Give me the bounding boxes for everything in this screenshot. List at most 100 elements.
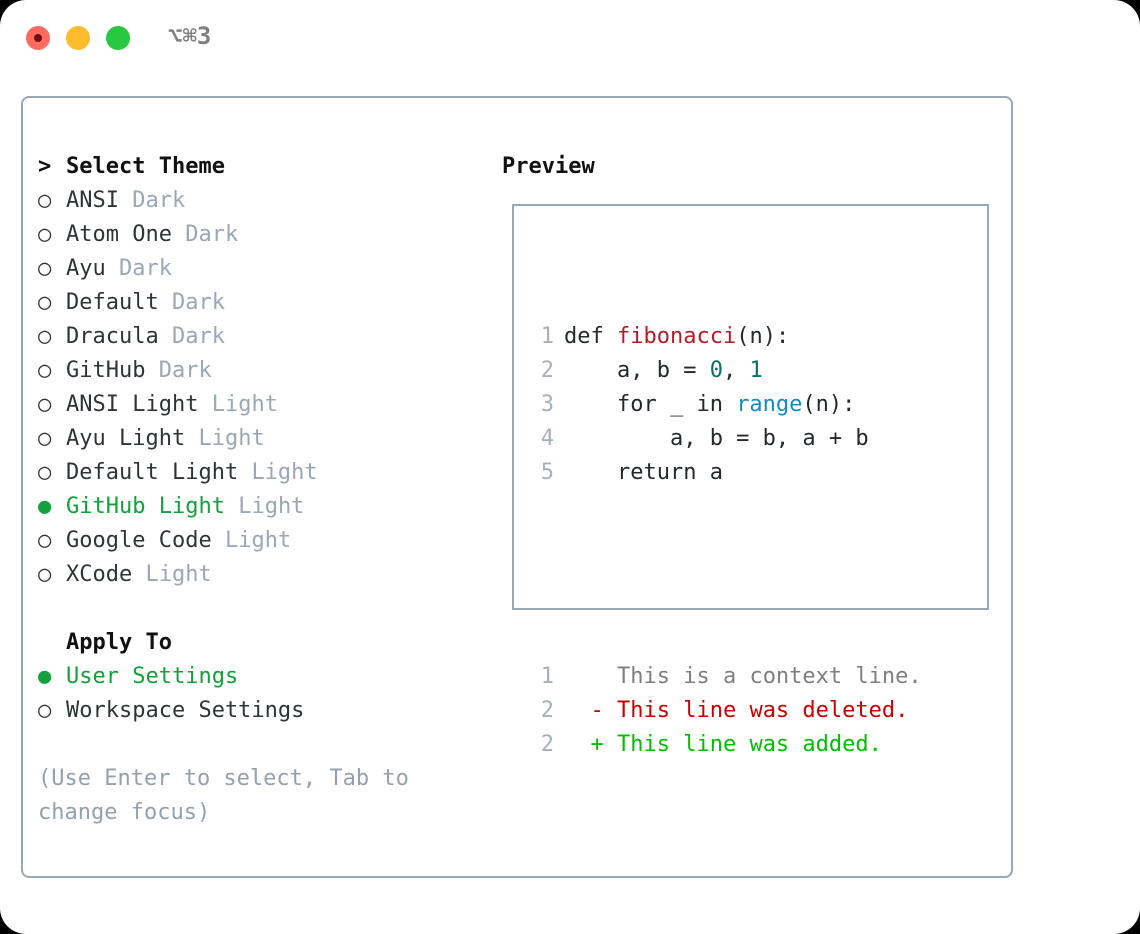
theme-option-label: Default <box>66 290 159 315</box>
code-line-number: 1 <box>540 324 554 349</box>
code-line-number: 2 <box>540 358 554 383</box>
theme-option-tag: Light <box>145 562 212 587</box>
select-theme-header-label: Select Theme <box>66 154 225 179</box>
theme-option-label: Google Code <box>66 528 212 553</box>
radio-unselected-icon: ○ <box>38 324 52 349</box>
code-line: 3 for _ in range(n): <box>528 388 922 422</box>
theme-option-label: GitHub <box>66 358 146 383</box>
minimize-button-icon[interactable] <box>66 26 90 50</box>
theme-option[interactable]: ○ Google Code Light <box>38 524 478 558</box>
radio-unselected-icon: ○ <box>38 460 52 485</box>
code-token-plain: (n): <box>802 392 856 417</box>
code-token-num: 1 <box>749 358 763 383</box>
code-token-plain: return a <box>564 460 723 485</box>
code-token-func: fibonacci <box>616 324 737 349</box>
theme-option-label: Default Light <box>66 460 239 485</box>
theme-option[interactable]: ○ Default Light Light <box>38 456 478 490</box>
radio-selected-icon: ● <box>38 494 52 519</box>
diff-gutter-gap <box>564 698 591 723</box>
apply-to-option[interactable]: ● User Settings <box>38 660 478 694</box>
diff-line-number: 2 <box>540 732 554 757</box>
diff-line-text: This line was added. <box>603 732 882 757</box>
theme-option-tag: Light <box>198 426 265 451</box>
code-token-plain: (n): <box>736 324 790 349</box>
radio-unselected-icon: ○ <box>38 222 52 247</box>
code-token-call: range <box>736 392 803 417</box>
radio-unselected-icon: ○ <box>38 358 52 383</box>
theme-option-label: Atom One <box>66 222 172 247</box>
theme-option-tag: Dark <box>132 188 186 213</box>
code-line: 5 return a <box>528 456 922 490</box>
code-line-number: 5 <box>540 460 554 485</box>
apply-to-option-label: Workspace Settings <box>66 698 305 723</box>
code-line: 1 def fibonacci(n): <box>528 320 922 354</box>
theme-option-label: Dracula <box>66 324 159 349</box>
list-spacer <box>38 592 478 626</box>
code-line-number: 4 <box>540 426 554 451</box>
theme-option-tag: Light <box>211 392 278 417</box>
radio-selected-icon: ● <box>38 664 52 689</box>
radio-unselected-icon: ○ <box>38 290 52 315</box>
apply-to-list[interactable]: ● User Settings ○ Workspace Settings <box>38 660 478 728</box>
apply-to-header: Apply To <box>66 630 172 655</box>
theme-option-tag: Light <box>238 494 305 519</box>
code-token-plain: a, b = <box>564 358 710 383</box>
apply-to-option[interactable]: ○ Workspace Settings <box>38 694 478 728</box>
theme-option[interactable]: ○ Atom One Dark <box>38 218 478 252</box>
diff-marker: - <box>590 698 604 723</box>
theme-option-label: Ayu Light <box>66 426 186 451</box>
radio-unselected-icon: ○ <box>38 528 52 553</box>
diff-line-number: 2 <box>540 698 554 723</box>
theme-option[interactable]: ○ Ayu Light Light <box>38 422 478 456</box>
theme-option[interactable]: ○ Ayu Dark <box>38 252 478 286</box>
theme-option-tag: Dark <box>158 358 212 383</box>
select-theme-header: >Select Theme <box>38 150 478 184</box>
theme-option-tag: Dark <box>119 256 172 281</box>
diff-line: 2 - This line was deleted. <box>528 694 922 728</box>
help-text: (Use Enter to select, Tab to change focu… <box>38 766 423 825</box>
theme-option[interactable]: ○ GitHub Dark <box>38 354 478 388</box>
theme-option[interactable]: ○ ANSI Light Light <box>38 388 478 422</box>
diff-marker <box>591 664 604 689</box>
theme-option-tag: Dark <box>171 324 225 349</box>
close-button-icon[interactable] <box>26 26 50 50</box>
diff-line-number: 1 <box>540 664 554 689</box>
code-line-number: 3 <box>540 392 554 417</box>
code-token-plain: for _ in <box>564 392 737 417</box>
theme-option-tag: Dark <box>185 222 239 247</box>
theme-option[interactable]: ○ Default Dark <box>38 286 478 320</box>
preview-column: Preview <box>502 150 997 184</box>
maximize-button-icon[interactable] <box>106 26 130 50</box>
theme-option[interactable]: ● GitHub Light Light <box>38 490 478 524</box>
radio-unselected-icon: ○ <box>38 426 52 451</box>
theme-option-tag: Light <box>251 460 318 485</box>
diff-gutter-gap <box>564 732 591 757</box>
theme-option-tag: Dark <box>171 290 225 315</box>
theme-list[interactable]: ○ANSI Dark○Atom One Dark○Ayu Dark○Defaul… <box>38 184 478 592</box>
diff-line-text: This is a context line. <box>603 664 922 689</box>
radio-unselected-icon: ○ <box>38 392 52 417</box>
theme-option[interactable]: ○XCode Light <box>38 558 478 592</box>
radio-unselected-icon: ○ <box>38 698 52 723</box>
radio-unselected-icon: ○ <box>38 188 52 213</box>
content-panel: >Select Theme ○ANSI Dark○Atom One Dark○A… <box>21 96 1013 878</box>
diff-marker: + <box>590 732 604 757</box>
theme-option[interactable]: ○ Dracula Dark <box>38 320 478 354</box>
radio-unselected-icon: ○ <box>38 256 52 281</box>
code-token-plain: , <box>722 358 750 383</box>
theme-option-label: XCode <box>66 562 133 587</box>
code-blank-line <box>528 558 922 592</box>
theme-option-tag: Light <box>224 528 292 553</box>
code-token-plain: def <box>564 324 617 349</box>
theme-option-label: Ayu <box>66 256 106 281</box>
diff-line: 2 + This line was added. <box>528 728 922 762</box>
window-titlebar: ⌥⌘3 <box>0 0 1140 78</box>
diff-lines: 1 This is a context line. 2 - This line w… <box>528 660 922 762</box>
theme-option-label: GitHub Light <box>66 494 225 519</box>
theme-option[interactable]: ○ANSI Dark <box>38 184 478 218</box>
apply-to-option-label: User Settings <box>66 664 239 689</box>
theme-option-label: ANSI Light <box>66 392 199 417</box>
